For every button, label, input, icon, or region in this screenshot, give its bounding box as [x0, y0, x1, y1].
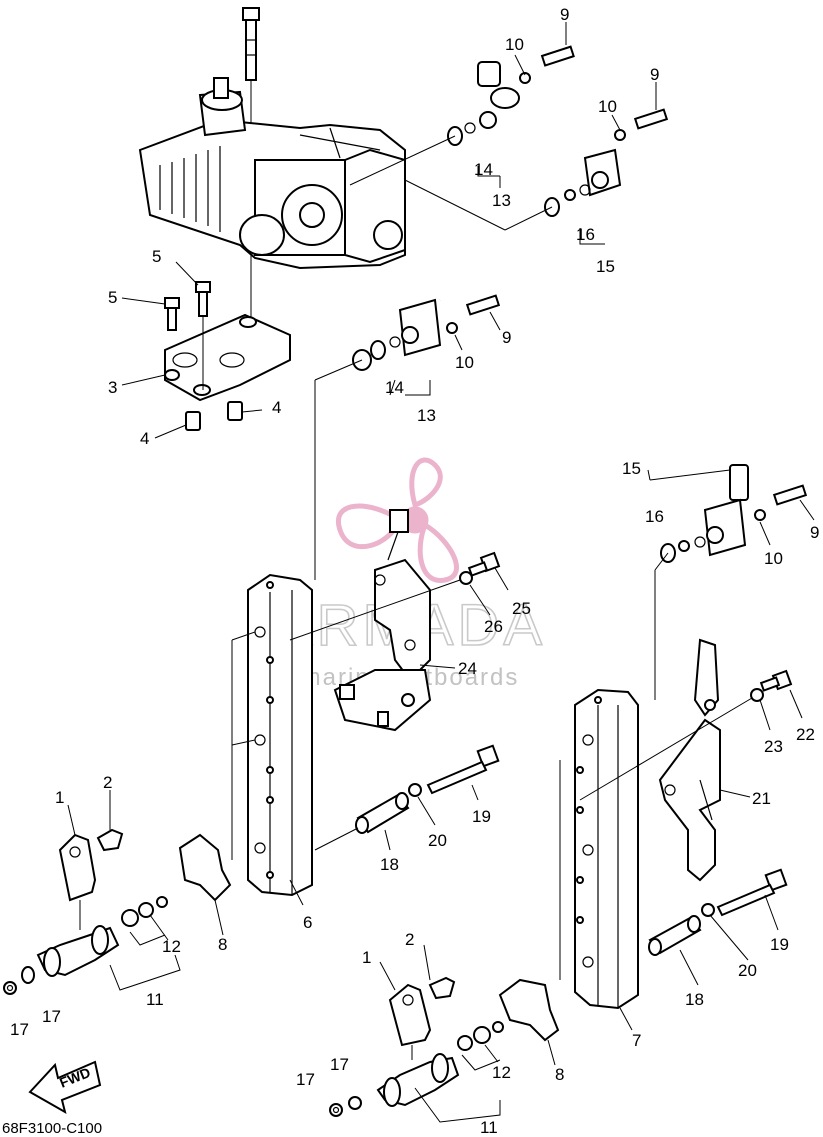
- callout-19: 19: [472, 807, 491, 826]
- bolt-part-19-right: [701, 868, 788, 917]
- callout-17: 17: [296, 1070, 315, 1089]
- callout-leader-lines: [67, 22, 815, 1123]
- callout-25: 25: [512, 599, 531, 618]
- callout-24: 24: [458, 659, 477, 678]
- callout-14: 14: [385, 378, 404, 397]
- callout-15: 15: [622, 459, 641, 478]
- callout-20: 20: [738, 961, 757, 980]
- bracket-part-24: [333, 509, 432, 732]
- callout-14: 14: [474, 160, 493, 179]
- spacer-part-18-left: [314, 792, 410, 851]
- callout-13: 13: [492, 191, 511, 210]
- callout-10: 10: [764, 549, 783, 568]
- fuel-rail-part-7: [559, 688, 639, 1010]
- callout-23: 23: [764, 737, 783, 756]
- hose-joint-mid-right: [660, 464, 808, 563]
- callout-8: 8: [218, 935, 227, 954]
- fuel-pump-assembly: [138, 7, 406, 320]
- fwd-direction-arrow-icon: FWD: [28, 1060, 102, 1115]
- callout-21: 21: [752, 789, 771, 808]
- callout-17: 17: [10, 1020, 29, 1039]
- callout-11: 11: [146, 990, 164, 1009]
- assembly-leader-lines: [314, 135, 669, 700]
- callout-5: 5: [152, 247, 161, 266]
- fuel-rail-part-6: [231, 573, 313, 897]
- callout-2: 2: [405, 930, 414, 949]
- propeller-logo-icon: [335, 457, 459, 583]
- callout-9: 9: [560, 5, 569, 24]
- hose-joint-upper-right: [544, 108, 669, 217]
- callout-12: 12: [162, 937, 181, 956]
- callout-16: 16: [576, 225, 595, 244]
- callout-17: 17: [42, 1007, 61, 1026]
- callout-17: 17: [330, 1055, 349, 1074]
- callout-1: 1: [55, 788, 64, 807]
- hose-joint-mid-left: [352, 294, 501, 371]
- fuel-hose-upper: [410, 50, 742, 471]
- callout-15: 15: [596, 257, 615, 276]
- bolt-part-22: [579, 669, 793, 801]
- callout-4: 4: [140, 429, 149, 448]
- callout-4: 4: [272, 398, 281, 417]
- callout-3: 3: [108, 378, 117, 397]
- bolt-part-19-left: [408, 744, 500, 797]
- bolt-part-25: [289, 551, 501, 641]
- callout-18: 18: [380, 855, 399, 874]
- callout-10: 10: [598, 97, 617, 116]
- hose-joint-upper-left: [447, 45, 575, 146]
- callout-7: 7: [632, 1031, 641, 1050]
- callout-9: 9: [502, 328, 511, 347]
- callout-9: 9: [650, 65, 659, 84]
- callout-16: 16: [645, 507, 664, 526]
- callout-8: 8: [555, 1065, 564, 1084]
- callout-6: 6: [303, 913, 312, 932]
- injector-group-right: [329, 976, 560, 1117]
- callout-1: 1: [362, 948, 371, 967]
- callout-11: 11: [480, 1118, 498, 1137]
- diagram-code: 68F3100-C100: [2, 1120, 102, 1137]
- spacer-part-18-right: [648, 915, 702, 956]
- callout-numbers: 9 10 9 10 14 13 16 15 5 5 3 4 4 9 10 14 …: [10, 5, 819, 1137]
- callout-2: 2: [103, 773, 112, 792]
- callout-9: 9: [810, 523, 819, 542]
- callout-20: 20: [428, 831, 447, 850]
- injector-group-left: [3, 828, 232, 995]
- dowel-pin-part-4: [185, 401, 243, 431]
- screw-part-5: [164, 281, 211, 390]
- callout-5: 5: [108, 288, 117, 307]
- callout-18: 18: [685, 990, 704, 1009]
- callout-22: 22: [796, 725, 815, 744]
- callout-10: 10: [505, 35, 524, 54]
- callout-26: 26: [484, 617, 503, 636]
- callout-19: 19: [770, 935, 789, 954]
- callout-12: 12: [492, 1063, 511, 1082]
- callout-10: 10: [455, 353, 474, 372]
- bracket-part-21: [658, 638, 721, 882]
- bracket-part-3: [164, 313, 291, 402]
- callout-13: 13: [417, 406, 436, 425]
